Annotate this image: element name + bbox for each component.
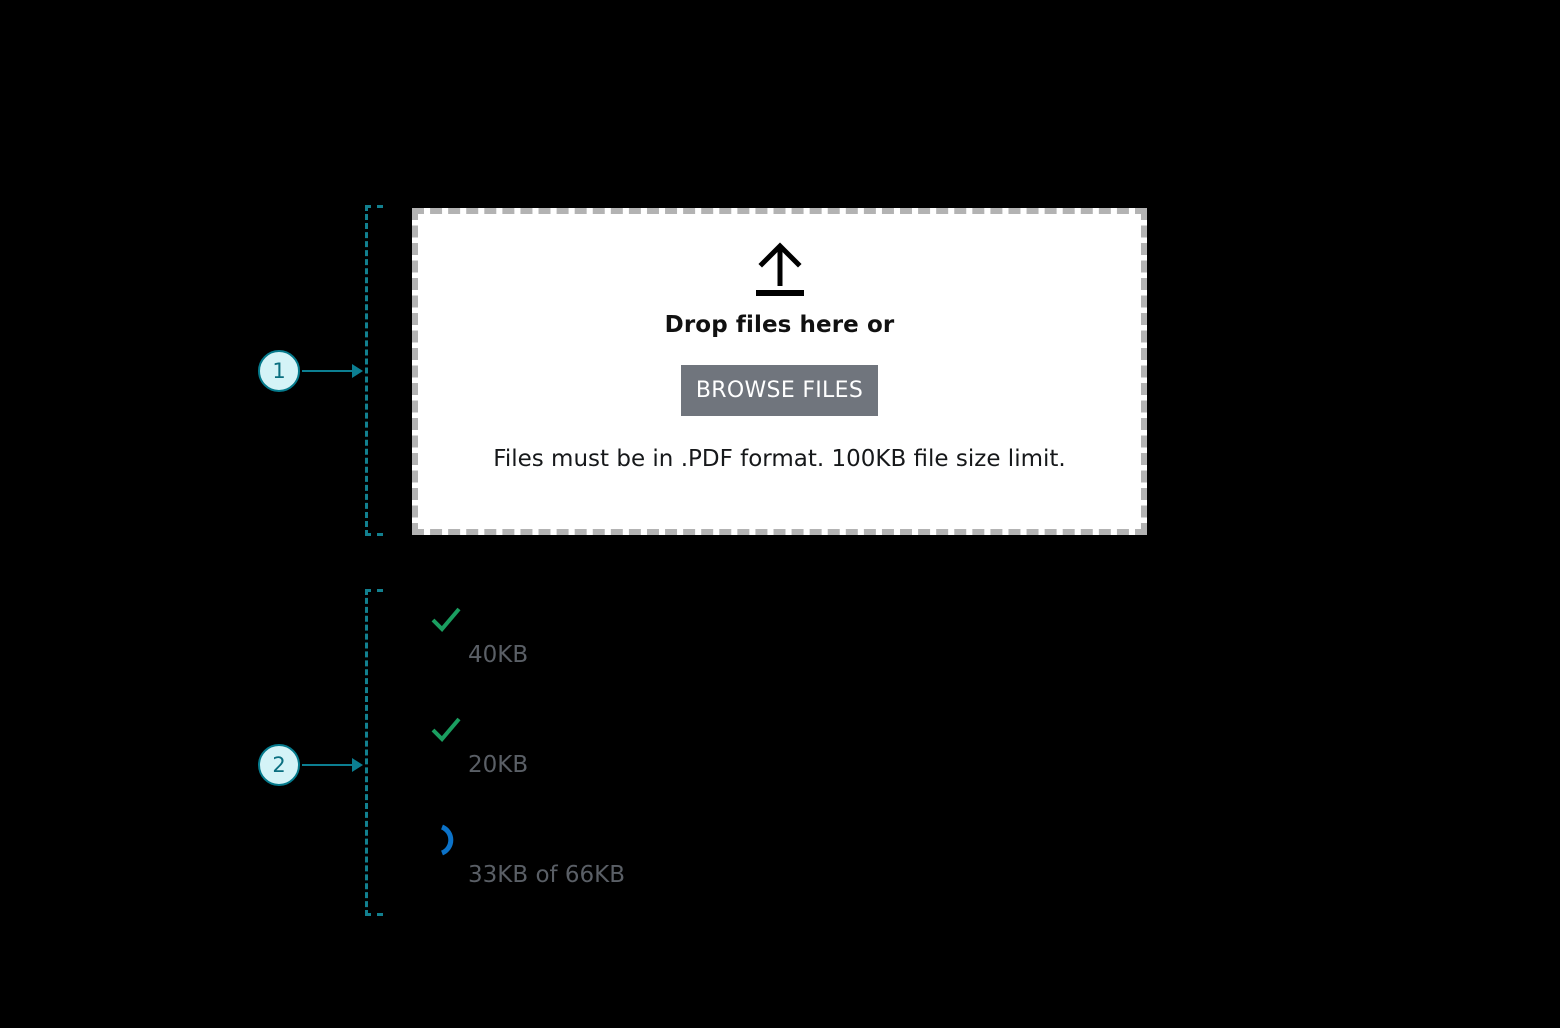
dropzone-hint: Files must be in .PDF format. 100KB file… [493,446,1066,472]
spinner-icon [440,824,454,856]
arrowhead-icon [352,758,363,772]
file-list: 40KB 20KB 33KB of 66KB [428,596,1128,926]
check-icon [431,607,461,632]
annotation-connector-1 [302,361,364,381]
file-dropzone[interactable]: Drop files here or BROWSE FILES Files mu… [412,208,1147,535]
annotation-marker-2: 2 [258,744,300,786]
check-icon [431,717,461,742]
file-list-item[interactable]: 40KB [428,596,1128,706]
upload-arrow-icon [755,242,804,296]
annotation-marker-1: 1 [258,350,300,392]
file-upload-progress: 33KB of 66KB [468,862,626,888]
annotation-connector-2 [302,755,364,775]
dropzone-title: Drop files here or [664,312,895,338]
annotation-bracket-file-list [365,589,383,916]
browse-files-button[interactable]: BROWSE FILES [681,365,878,416]
annotation-bracket-dropzone [365,205,383,536]
file-list-item[interactable]: 33KB of 66KB [428,816,1128,926]
annotation-marker-1-label: 1 [272,358,286,383]
annotation-marker-2-label: 2 [272,752,286,777]
arrowhead-icon [352,364,363,378]
connector-shaft [302,370,354,372]
file-size: 20KB [468,752,529,778]
file-size: 40KB [468,642,529,668]
file-list-item[interactable]: 20KB [428,706,1128,816]
connector-shaft [302,764,354,766]
